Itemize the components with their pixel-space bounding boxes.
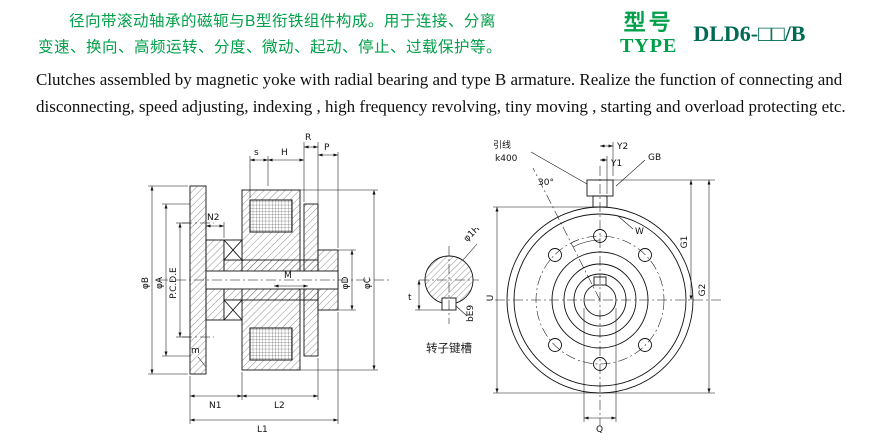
dim-H: H <box>281 148 288 158</box>
dim-GB: GB <box>648 153 661 163</box>
front-geometry <box>495 151 723 426</box>
lead-wire-leader <box>530 151 588 185</box>
dim-M: M <box>284 271 292 281</box>
dim-U: U <box>486 295 496 302</box>
dim-G1: G1 <box>680 236 690 249</box>
dim-R: R <box>305 133 311 143</box>
section-view-drawing: s H R P φB φA P.C.D.E N2 M φD <box>141 133 390 435</box>
dim-pcde: P.C.D.E <box>169 267 179 299</box>
dim-Y1: Y1 <box>610 159 622 169</box>
bolt-hole <box>548 248 562 262</box>
coil-lower <box>249 327 293 361</box>
model-number: DLD6-□□/B <box>693 21 806 47</box>
type-labels: 型号 TYPE <box>620 10 677 58</box>
section-geometry <box>158 185 390 375</box>
type-label-cn: 型号 <box>623 10 674 35</box>
lead-length-label: k400 <box>495 154 518 164</box>
dim-phiD: φD <box>341 277 351 290</box>
dim-L2: L2 <box>274 401 285 411</box>
keyway-detail-drawing: t φ1H7 bE9 转子键槽 <box>408 228 486 355</box>
bolt-hole <box>638 338 652 352</box>
bolt-hole <box>638 248 652 262</box>
intro-cn-line2: 变速、换向、高频运转、分度、微动、起动、停止、过载保护等。 <box>38 39 503 56</box>
section-dimensions: s H R P φB φA P.C.D.E N2 M φD <box>141 133 378 435</box>
front-dimensions: 引线 k400 30° Y2 Y1 GB W G1 G2 U <box>486 139 715 435</box>
intro-cn: 径向带滚动轴承的磁轭与B型衔铁组件构成。用于连接、分离 变速、换向、高频运转、分… <box>38 9 543 61</box>
lead-wire-label: 引线 <box>493 139 511 151</box>
intro-en-line2: disconnecting, speed adjusting, indexing… <box>36 97 846 116</box>
bolt-hole <box>548 338 562 352</box>
dim-phiC: φC <box>363 277 373 289</box>
dim-key-width: bE9 <box>466 305 476 322</box>
coil-upper <box>249 199 293 233</box>
dim-L1: L1 <box>257 425 268 435</box>
intro-en-line1: Clutches assembled by magnetic yoke with… <box>36 70 843 89</box>
angle-label: 30° <box>538 178 554 188</box>
type-label-en: TYPE <box>620 35 678 58</box>
type-block: 型号 TYPE DLD6-□□/B <box>620 10 805 58</box>
dim-G2: G2 <box>698 284 708 297</box>
dim-Q: Q <box>596 425 603 435</box>
dim-W: W <box>635 227 644 237</box>
dim-phiA: φA <box>155 276 165 289</box>
dim-P: P <box>324 143 330 153</box>
dim-m: m <box>191 346 200 356</box>
front-view-drawing: 引线 k400 30° Y2 Y1 GB W G1 G2 U <box>486 139 723 435</box>
dim-t: t <box>408 293 412 303</box>
keyway-caption: 转子键槽 <box>426 341 472 355</box>
dim-s: s <box>254 148 259 158</box>
intro-cn-line1: 径向带滚动轴承的磁轭与B型衔铁组件构成。用于连接、分离 <box>69 13 496 30</box>
dim-Y2: Y2 <box>616 142 628 152</box>
dim-N1: N1 <box>209 401 221 411</box>
intro-en: Clutches assembled by magnetic yoke with… <box>36 66 874 120</box>
dim-phiB: φB <box>141 277 151 289</box>
dim-N2: N2 <box>207 213 219 223</box>
